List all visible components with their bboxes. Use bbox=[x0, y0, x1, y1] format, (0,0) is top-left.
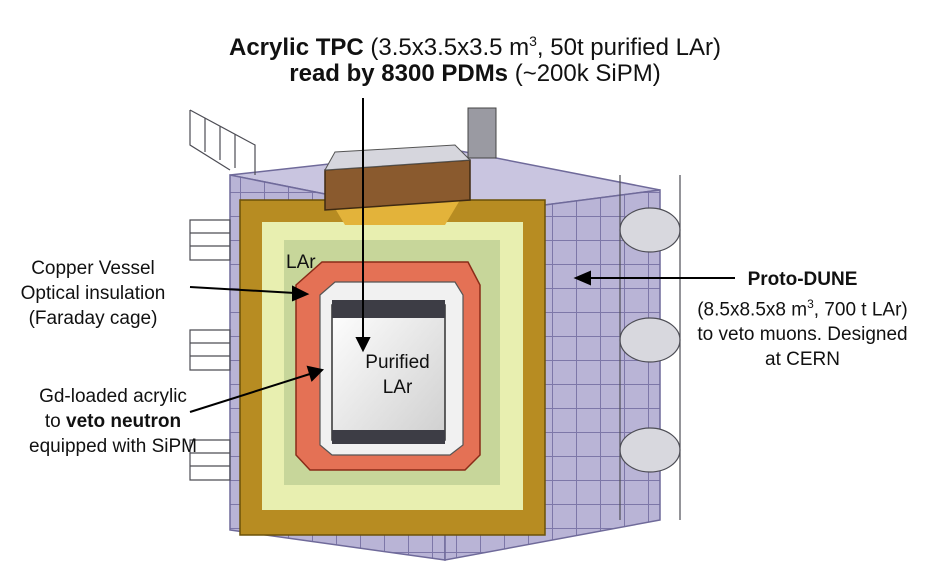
protodune-label: Proto-DUNE (8.5x8.5x8 m3, 700 t LAr) to … bbox=[670, 267, 935, 372]
tpc-arrowhead bbox=[355, 337, 371, 353]
protodune-arrowhead bbox=[573, 270, 591, 286]
protodune-dims-sup: 3 bbox=[807, 297, 814, 311]
protodune-label-line-2: (8.5x8.5x8 m3, 700 t LAr) bbox=[670, 292, 935, 322]
copper-label-line-3: (Faraday cage) bbox=[28, 308, 158, 329]
gd-label-line-3: equipped with SiPM bbox=[29, 436, 197, 457]
gd-arrowhead bbox=[306, 365, 325, 382]
title-sipm: (~200k SiPM) bbox=[508, 60, 661, 87]
copper-label-line-1: Copper Vessel bbox=[31, 258, 155, 279]
title-tpc-dims-sup: 3 bbox=[529, 33, 537, 49]
purified-lar-label: Purified LAr bbox=[350, 350, 445, 400]
title-line-1: Acrylic TPC (3.5x3.5x3.5 m3, 50t purifie… bbox=[0, 25, 950, 64]
left-staircases bbox=[189, 109, 256, 481]
title-tpc-dims-a: (3.5x3.5x3.5 m bbox=[363, 34, 530, 61]
pointer-lines bbox=[189, 98, 735, 413]
purified-label-line-1: Purified bbox=[365, 352, 430, 373]
protodune-dims-b: , 700 t LAr) bbox=[813, 299, 908, 321]
copper-arrowhead bbox=[292, 285, 310, 302]
copper-label-line-2: Optical insulation bbox=[20, 283, 166, 304]
protodune-label-line-1: Proto-DUNE bbox=[670, 267, 935, 292]
copper-vessel-label: Copper Vessel Optical insulation (Farada… bbox=[0, 256, 186, 331]
protodune-dims-a: (8.5x8.5x8 m bbox=[697, 299, 808, 321]
title-tpc-dims-b: , 50t purified LAr) bbox=[536, 34, 722, 61]
copper-pointer-line bbox=[189, 286, 296, 294]
lar-label: LAr bbox=[286, 252, 316, 273]
gd-label-line-2-pre: to bbox=[44, 411, 67, 432]
gd-label-veto-neutron: veto neutron bbox=[66, 411, 182, 432]
title-line-2: read by 8300 PDMs (~200k SiPM) bbox=[0, 58, 950, 90]
top-service-box bbox=[324, 107, 497, 211]
gd-label-line-1: Gd-loaded acrylic bbox=[39, 386, 187, 407]
title-pdm: read by 8300 PDMs bbox=[289, 60, 509, 87]
right-spiral-staircase bbox=[619, 175, 681, 520]
protodune-label-line-4: at CERN bbox=[765, 349, 840, 371]
gd-pointer-line bbox=[189, 372, 314, 413]
purified-label-line-2: LAr bbox=[382, 377, 413, 398]
gd-label-line-2: to veto neutron bbox=[8, 409, 218, 434]
gd-acrylic-label: Gd-loaded acrylic to veto neutron equipp… bbox=[8, 384, 218, 459]
title-tpc: Acrylic TPC bbox=[228, 34, 364, 61]
protodune-label-line-3: to veto muons. Designed bbox=[697, 324, 908, 346]
protodune-title: Proto-DUNE bbox=[747, 269, 858, 290]
